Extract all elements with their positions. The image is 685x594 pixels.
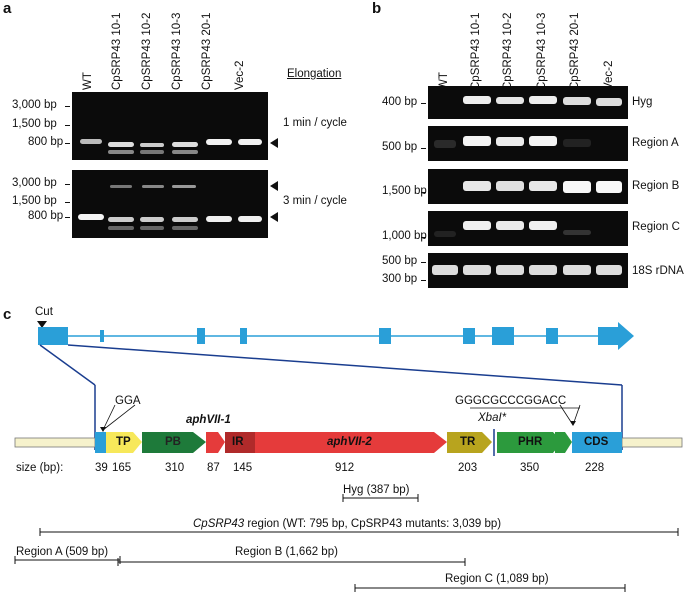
gel-18s bbox=[428, 253, 628, 288]
arrowhead-icon bbox=[270, 181, 278, 191]
aph1-label: aphVII-1 bbox=[186, 414, 231, 426]
panel-c-letter: c bbox=[3, 306, 12, 323]
marker-label: 3,000 bp bbox=[12, 177, 57, 189]
gel-name: 18S rDNA bbox=[632, 265, 684, 277]
gel-name: Region A bbox=[632, 137, 679, 149]
panel-b-letter: b bbox=[372, 0, 382, 17]
marker-label: 500 bp bbox=[382, 141, 418, 153]
seq-left: GGA bbox=[115, 395, 141, 407]
region-b-label: Region B (1,662 bp) bbox=[235, 546, 338, 558]
arrowhead-icon bbox=[270, 138, 278, 148]
marker-label: 3,000 bp bbox=[12, 99, 57, 111]
size-label: size (bp): bbox=[16, 462, 64, 474]
size-value: 165 bbox=[112, 462, 132, 474]
marker-label: 1,500 bp bbox=[12, 118, 57, 130]
gel-region-a bbox=[428, 126, 628, 161]
hyg-label: Hyg (387 bp) bbox=[343, 484, 410, 496]
panel-a-letter: a bbox=[3, 0, 12, 17]
region-c-label: Region C (1,089 bp) bbox=[445, 573, 549, 585]
marker-label: 400 bp bbox=[382, 96, 418, 108]
size-value: 203 bbox=[458, 462, 478, 474]
gel-name: Region B bbox=[632, 180, 680, 192]
condition-label: 1 min / cycle bbox=[283, 117, 347, 129]
cut-label: Cut bbox=[35, 306, 53, 318]
size-value: 310 bbox=[165, 462, 185, 474]
size-value: 145 bbox=[233, 462, 253, 474]
marker-label: 300 bp bbox=[382, 273, 418, 285]
segment-pb: PB bbox=[165, 436, 181, 448]
gel-a2 bbox=[72, 170, 268, 238]
segment-cds: CDS bbox=[584, 436, 609, 448]
elongation-header: Elongation bbox=[287, 68, 342, 80]
size-value: 39 bbox=[95, 462, 108, 474]
seq-right: GGGCGCCCGGACC bbox=[455, 395, 567, 407]
segment-tp: TP bbox=[116, 436, 131, 448]
gel-name: Region C bbox=[632, 221, 680, 233]
size-value: 350 bbox=[520, 462, 540, 474]
size-value: 228 bbox=[585, 462, 605, 474]
marker-label: 1,000 bp bbox=[382, 230, 427, 242]
gel-region-c bbox=[428, 211, 628, 246]
marker-label: 1,500 bp bbox=[12, 195, 57, 207]
segment-ir: IR bbox=[232, 436, 244, 448]
region-label: CpSRP43 region (WT: 795 bp, CpSRP43 muta… bbox=[193, 518, 502, 530]
gel-a1 bbox=[72, 92, 268, 160]
condition-label: 3 min / cycle bbox=[283, 195, 347, 207]
size-value: 87 bbox=[207, 462, 220, 474]
segment-tr: TR bbox=[460, 436, 476, 448]
region-a-label: Region A (509 bp) bbox=[16, 546, 109, 558]
segment-phr: PHR bbox=[518, 436, 543, 448]
size-value: 912 bbox=[335, 462, 355, 474]
arrowhead-icon bbox=[270, 212, 278, 222]
segment-aph2: aphVII-2 bbox=[327, 436, 372, 448]
gel-region-b bbox=[428, 169, 628, 204]
marker-label: 800 bp bbox=[28, 136, 64, 148]
marker-label: 500 bp bbox=[382, 255, 418, 267]
marker-label: 800 bp bbox=[28, 210, 64, 222]
xbai-label: XbaI* bbox=[478, 412, 507, 424]
gel-hyg bbox=[428, 86, 628, 119]
gel-name: Hyg bbox=[632, 96, 653, 108]
marker-label: 1,500 bp bbox=[382, 185, 427, 197]
